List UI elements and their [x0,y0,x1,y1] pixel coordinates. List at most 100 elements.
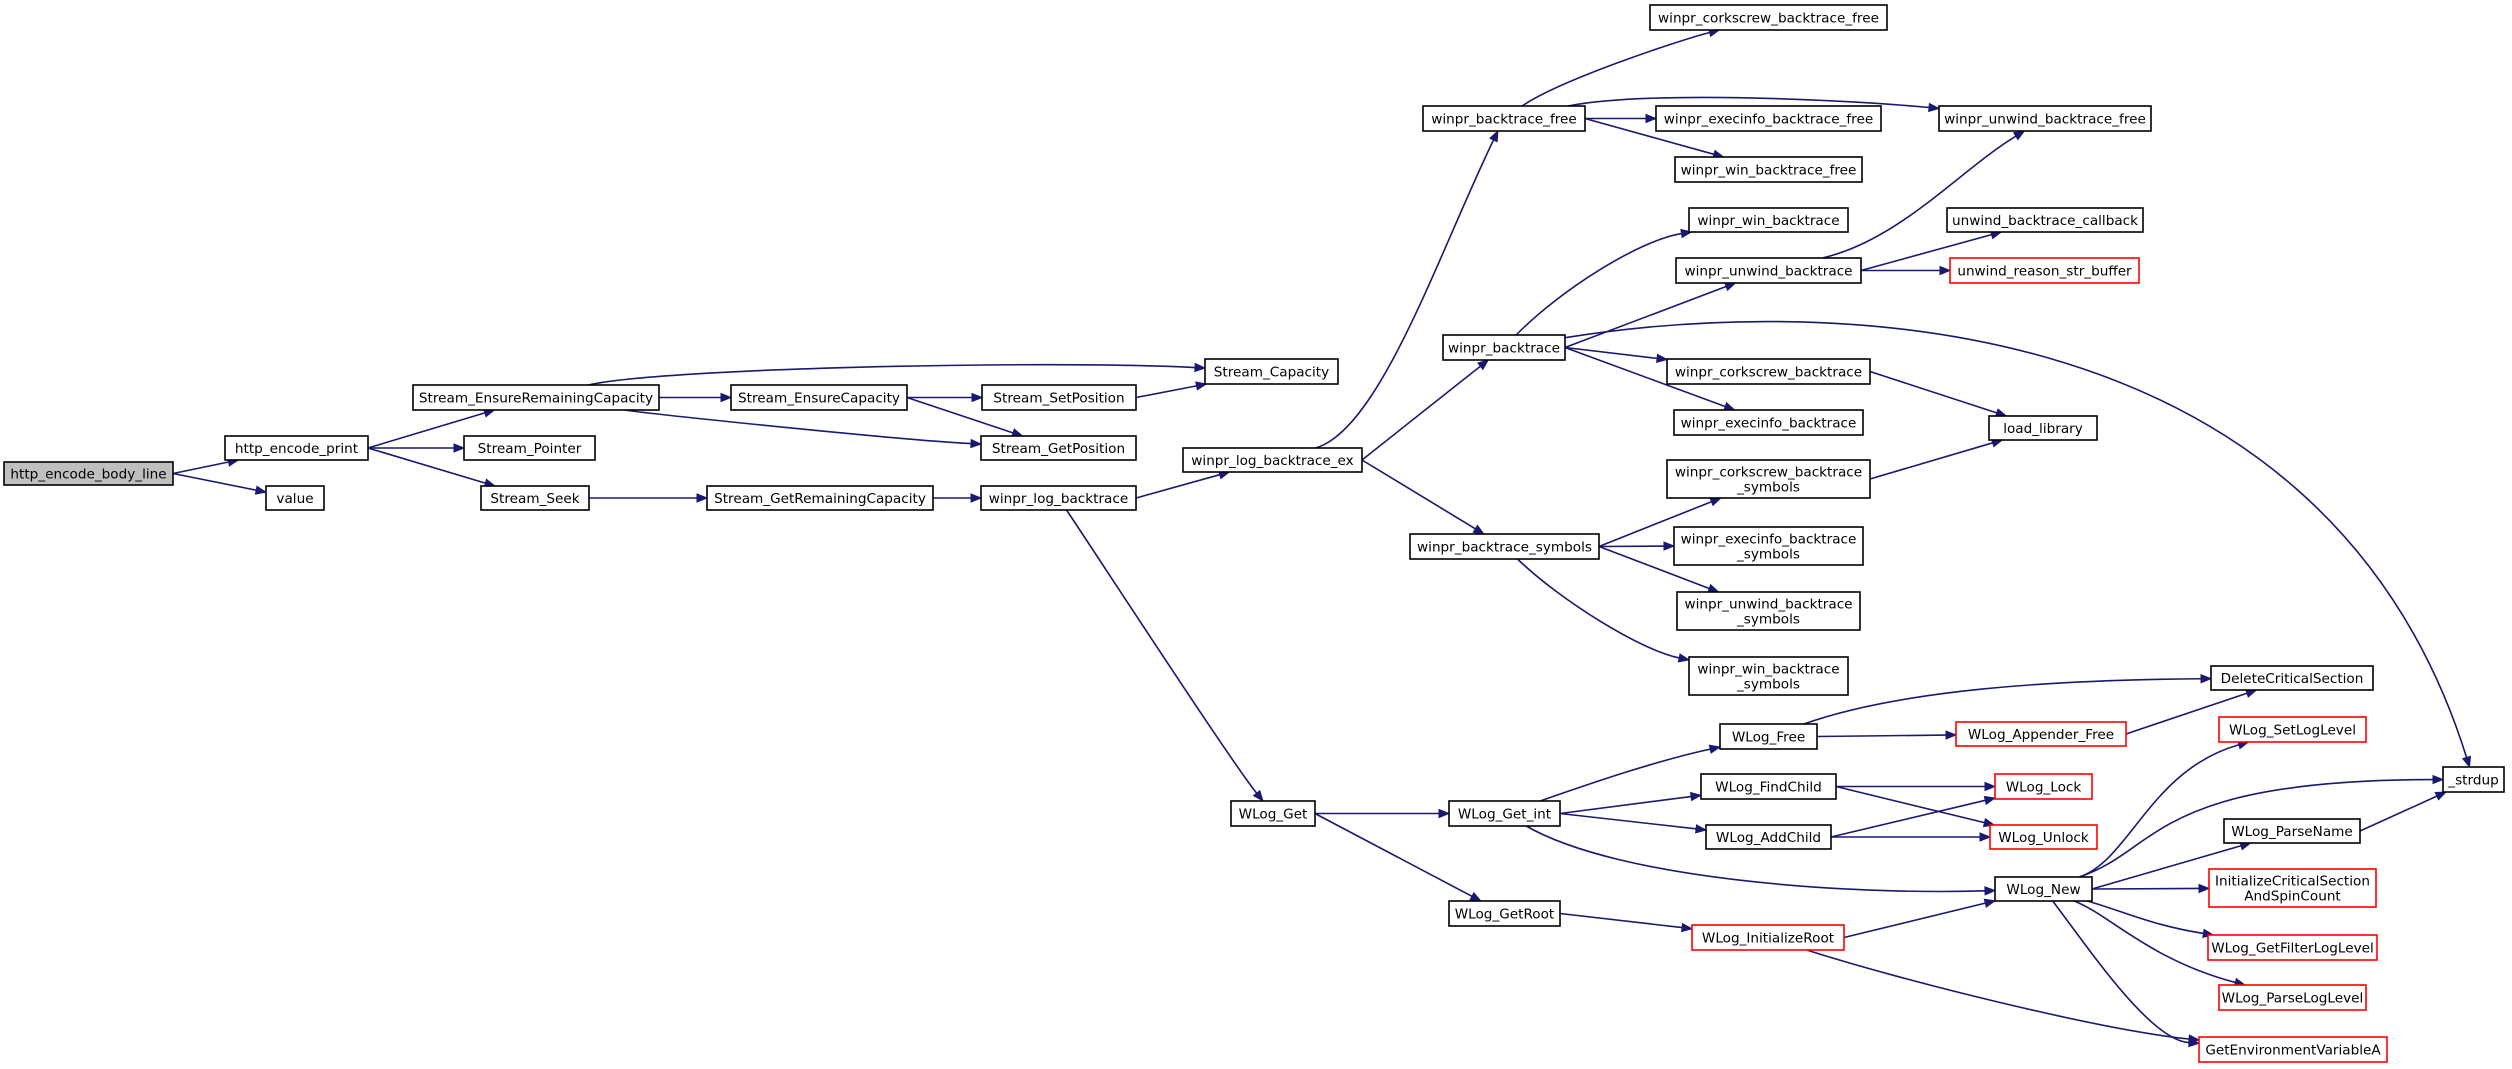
node-Stream_Pointer[interactable]: Stream_Pointer [463,435,596,461]
edge-line [1564,320,2468,758]
node-label: Stream_EnsureRemainingCapacity [419,391,653,407]
node-DeleteCriticalSection[interactable]: DeleteCriticalSection [2210,665,2374,691]
node-winpr_unwind_backtrace[interactable]: winpr_unwind_backtrace [1675,257,1862,284]
node-label: WLog_GetFilterLogLevel [2211,941,2374,957]
node-box [1409,533,1600,560]
node-winpr_backtrace_free[interactable]: winpr_backtrace_free [1422,105,1586,132]
node-winpr_win_backtrace_symbols[interactable]: winpr_win_backtrace_symbols [1688,656,1849,696]
node-winpr_execinfo_backtrace_free[interactable]: winpr_execinfo_backtrace_free [1655,105,1882,132]
edge-winpr_backtrace_free-to-winpr_corkscrew_backtrace_free [1521,27,1721,107]
node-value[interactable]: value [265,485,325,511]
node-WLog_InitializeRoot[interactable]: WLog_InitializeRoot [1691,924,1845,951]
node-Stream_EnsureCapacity[interactable]: Stream_EnsureCapacity [730,384,908,411]
node-Stream_Capacity[interactable]: Stream_Capacity [1204,358,1339,385]
node-label: value [276,491,313,507]
node-box [1938,105,2152,132]
edge-line [1869,370,1997,414]
node-load_library[interactable]: load_library [1988,415,2098,441]
edge-Stream_EnsureRemainingCapacity-to-Stream_Capacity [588,362,1207,386]
edge-winpr_log_backtrace-to-winpr_log_backtrace_ex [1135,470,1231,499]
node-box [1448,800,1561,827]
node-http_encode_body_line[interactable]: http_encode_body_line [3,461,174,486]
node-label: WLog_Get [1239,807,1308,823]
node-WLog_ParseLogLevel[interactable]: WLog_ParseLogLevel [2218,984,2367,1011]
node-box [1989,824,2098,850]
node-label: WLog_AddChild [1716,830,1821,846]
node-label: winpr_win_backtrace [1697,213,1839,229]
node-winpr_corkscrew_backtrace_symbols[interactable]: winpr_corkscrew_backtrace_symbols [1666,459,1871,499]
edge-winpr_backtrace_free-to-winpr_execinfo_backtrace_free [1585,113,1658,124]
node-WLog_New[interactable]: WLog_New [1994,876,2093,902]
node-box [1448,900,1561,927]
arrowhead [453,443,466,453]
node-box [1688,207,1849,233]
edge-WLog_FindChild-to-WLog_Unlock [1835,785,1996,828]
node-WLog_AddChild[interactable]: WLog_AddChild [1705,824,1832,850]
node-unwind_reason_str_buffer[interactable]: unwind_reason_str_buffer [1949,257,2140,284]
node-GetEnvironmentVariableA[interactable]: GetEnvironmentVariableA [2198,1036,2388,1063]
edge-winpr_backtrace-to-winpr_execinfo_backtrace [1564,346,1736,411]
node-WLog_Lock[interactable]: WLog_Lock [1994,773,2093,800]
node-WLog_GetRoot[interactable]: WLog_GetRoot [1448,900,1561,927]
node-WLog_FindChild[interactable]: WLog_FindChild [1700,773,1837,800]
node-label: winpr_corkscrew_backtrace [1675,365,1862,381]
edges-layer [172,27,2471,1048]
node-Stream_SetPosition[interactable]: Stream_SetPosition [981,384,1137,411]
node-box [1675,257,1862,284]
node-winpr_log_backtrace_ex[interactable]: winpr_log_backtrace_ex [1182,447,1363,473]
edge-line [1559,812,1697,830]
node-WLog_ParseName[interactable]: WLog_ParseName [2223,818,2361,844]
edge-WLog_AddChild-to-WLog_Unlock [1831,832,1992,842]
edge-WLog_ParseName-to-_strdup [2359,791,2448,832]
edge-line [2079,743,2240,878]
node-winpr_corkscrew_backtrace[interactable]: winpr_corkscrew_backtrace [1666,358,1871,385]
edge-line [2091,887,2200,890]
edge-line [1559,912,1683,929]
node-box [2218,984,2367,1011]
edge-line [906,396,1014,434]
node-winpr_execinfo_backtrace_symbols[interactable]: winpr_execinfo_backtrace_symbols [1673,526,1864,566]
node-Stream_GetPosition[interactable]: Stream_GetPosition [980,435,1137,461]
edge-Stream_Seek-to-Stream_GetRemainingCapacity [589,493,709,503]
node-box [1719,723,1818,750]
edge-winpr_backtrace_free-to-winpr_unwind_backtrace_free [1567,96,1941,113]
node-box [265,485,325,511]
node-Stream_EnsureRemainingCapacity[interactable]: Stream_EnsureRemainingCapacity [412,384,660,411]
node-label: _strdup [2447,773,2498,789]
node-box [2218,716,2367,743]
node-WLog_Appender_Free[interactable]: WLog_Appender_Free [1955,721,2127,747]
node-label: WLog_New [2006,882,2080,898]
node-winpr_win_backtrace_free[interactable]: winpr_win_backtrace_free [1674,156,1863,183]
node-winpr_unwind_backtrace_free[interactable]: winpr_unwind_backtrace_free [1938,105,2152,132]
node-Stream_Seek[interactable]: Stream_Seek [480,485,590,511]
edge-line [1822,135,2017,259]
node-http_encode_print[interactable]: http_encode_print [224,435,369,461]
edge-line [1584,117,1715,156]
node-WLog_Unlock[interactable]: WLog_Unlock [1989,824,2098,850]
node-_strdup[interactable]: _strdup [2442,766,2505,793]
node-unwind_backtrace_callback[interactable]: unwind_backtrace_callback [1946,207,2144,233]
node-winpr_corkscrew_backtrace_free[interactable]: winpr_corkscrew_backtrace_free [1649,4,1888,31]
node-box [2223,818,2361,844]
edge-WLog_FindChild-to-WLog_Lock [1835,781,1997,792]
node-winpr_log_backtrace[interactable]: winpr_log_backtrace [980,485,1137,511]
edge-winpr_backtrace-to-_strdup [1564,320,2471,769]
node-winpr_win_backtrace[interactable]: winpr_win_backtrace [1688,207,1849,233]
edge-line [2091,845,2242,890]
node-WLog_GetFilterLogLevel[interactable]: WLog_GetFilterLogLevel [2207,934,2378,961]
node-winpr_backtrace_symbols[interactable]: winpr_backtrace_symbols [1409,533,1600,560]
arrowhead [2432,774,2445,785]
node-WLog_Get[interactable]: WLog_Get [1230,800,1316,827]
edge-WLog_New-to-_strdup [2079,774,2445,878]
node-WLog_SetLogLevel[interactable]: WLog_SetLogLevel [2218,716,2367,743]
node-winpr_unwind_backtrace_symbols[interactable]: winpr_unwind_backtrace_symbols [1676,591,1861,631]
edge-line [1816,734,1947,738]
node-winpr_backtrace[interactable]: winpr_backtrace [1442,334,1566,361]
node-Stream_GetRemainingCapacity[interactable]: Stream_GetRemainingCapacity [706,485,934,511]
node-WLog_Free[interactable]: WLog_Free [1719,723,1818,750]
node-winpr_execinfo_backtrace[interactable]: winpr_execinfo_backtrace [1673,409,1864,436]
node-WLog_Get_int[interactable]: WLog_Get_int [1448,800,1561,827]
edge-WLog_GetRoot-to-WLog_InitializeRoot [1559,912,1694,933]
node-label: unwind_reason_str_buffer [1957,264,2132,280]
